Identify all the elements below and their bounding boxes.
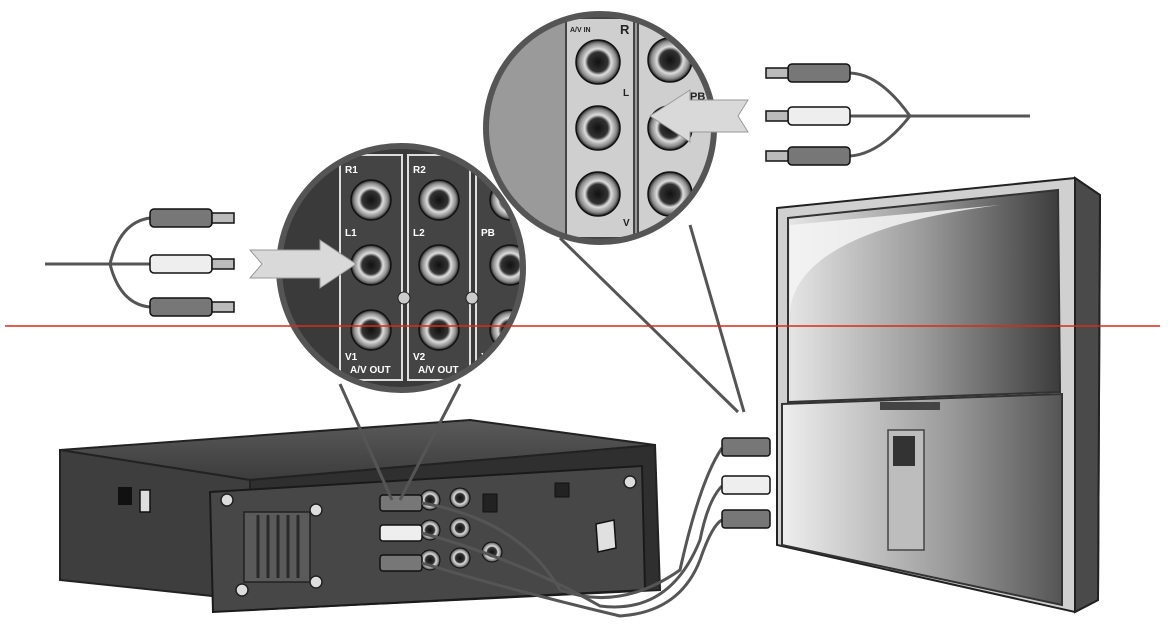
label-v: V (623, 218, 630, 229)
power-switch (595, 519, 617, 553)
label-l2: L2 (413, 228, 425, 239)
player-output-zoom: R1 L1 V1 A/V OUT R2 L2 V2 A/V OUT PB Y (248, 143, 526, 393)
arrow-icon (248, 239, 357, 289)
tv-screen (787, 188, 1062, 404)
label-r2: R2 (413, 165, 426, 176)
tv-input-zoom: A/V IN R L V PB (483, 11, 749, 245)
screw-icon (220, 475, 637, 597)
label-l1: L1 (345, 228, 357, 239)
label-l: L (623, 88, 629, 99)
zoom-callout-lines (338, 224, 746, 501)
tv-plugs (721, 437, 771, 529)
label-r1: R1 (345, 165, 358, 176)
label-v1: V1 (345, 352, 358, 363)
player-box (59, 418, 662, 614)
television (776, 176, 1102, 614)
cables (45, 71, 1030, 618)
label-av-out-2: A/V OUT (418, 365, 459, 376)
arrow-icon (649, 89, 749, 143)
label-r: R (620, 22, 630, 37)
label-av-in: A/V IN (570, 27, 591, 34)
rca-plug-icon (765, 63, 851, 166)
rca-plug-icon (149, 208, 235, 317)
label-v2: V2 (413, 352, 426, 363)
label-pb: PB (481, 228, 495, 239)
label-av-out-1: A/V OUT (350, 365, 391, 376)
